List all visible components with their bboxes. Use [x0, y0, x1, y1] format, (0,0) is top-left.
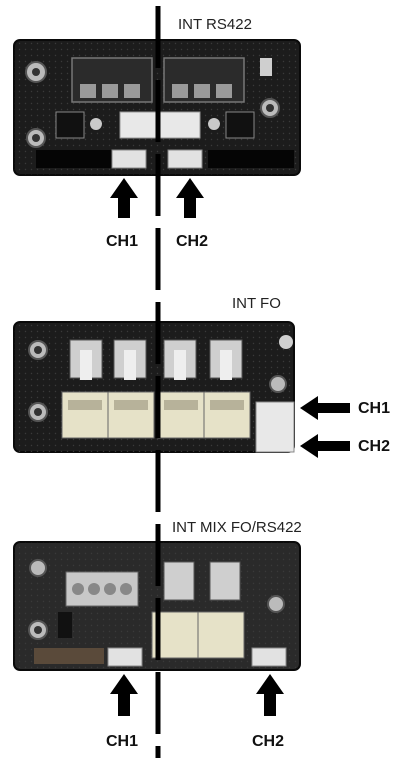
board-title: INT RS422 — [178, 16, 252, 33]
arrow-left-icon — [300, 434, 350, 458]
arrow-up-icon — [176, 178, 204, 218]
channel-label: CH1 — [106, 733, 138, 750]
channel-label: CH2 — [252, 733, 284, 750]
arrow-up-icon — [256, 674, 284, 716]
channel-label: CH1 — [358, 400, 390, 417]
channel-label: CH1 — [106, 233, 138, 250]
board-title: INT MIX FO/RS422 — [172, 519, 302, 536]
arrow-up-icon — [110, 674, 138, 716]
board-int-fo — [13, 321, 295, 453]
arrow-left-icon — [300, 396, 350, 420]
channel-label: CH2 — [176, 233, 208, 250]
board-title: INT FO — [232, 295, 281, 312]
channel-label: CH2 — [358, 438, 390, 455]
arrow-up-icon — [110, 178, 138, 218]
